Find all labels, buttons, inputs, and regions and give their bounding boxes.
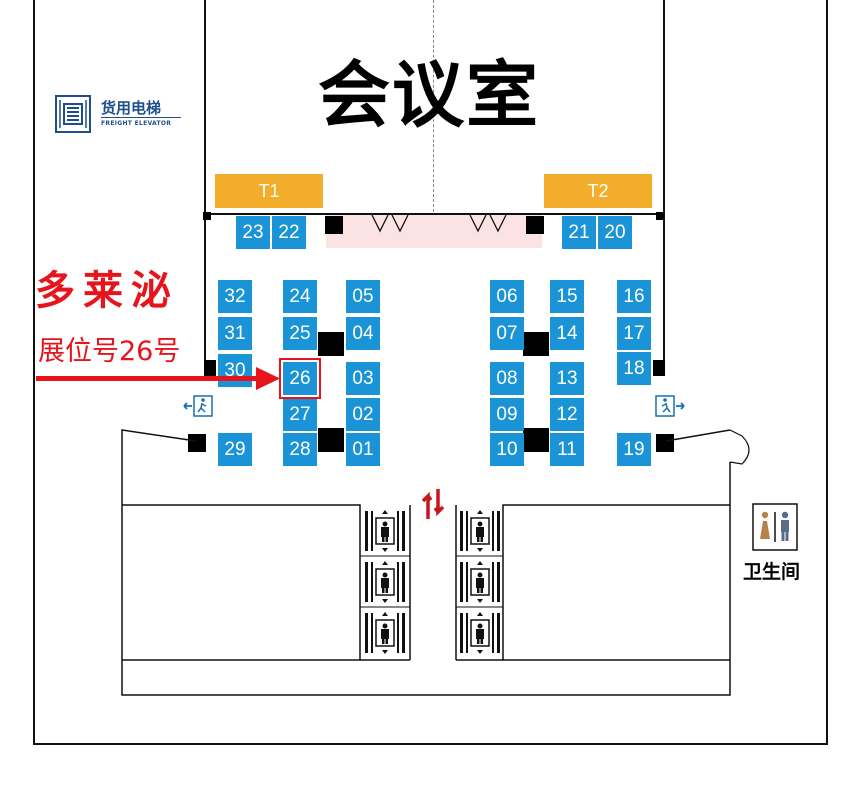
freight-elevator-rule: [101, 117, 181, 118]
booth-10[interactable]: 10: [490, 433, 524, 466]
booth-30[interactable]: 30: [218, 354, 252, 387]
booth-12[interactable]: 12: [550, 398, 584, 431]
booth-26[interactable]: 26: [283, 362, 317, 395]
booth-05[interactable]: 05: [346, 280, 380, 313]
booth-23[interactable]: 23: [236, 216, 270, 249]
pillar: [204, 360, 216, 376]
outer-wall-right: [826, 0, 828, 745]
booth-29[interactable]: 29: [218, 433, 252, 466]
booth-18[interactable]: 18: [617, 352, 651, 385]
booth-20[interactable]: 20: [598, 216, 632, 249]
passenger-elevator-icon: [460, 561, 500, 603]
emergency-exit-icon: [183, 395, 213, 417]
restroom-label: 卫生间: [743, 561, 801, 583]
meeting-room-wall-right: [663, 0, 665, 215]
booth-09[interactable]: 09: [490, 398, 524, 431]
passenger-elevator-icon: [365, 561, 405, 603]
booth-21[interactable]: 21: [562, 216, 596, 249]
freight-elevator-icon: [55, 95, 91, 133]
meeting-room-divider: [433, 0, 434, 212]
booth-15[interactable]: 15: [550, 280, 584, 313]
booth-24[interactable]: 24: [283, 280, 317, 313]
booth-06[interactable]: 06: [490, 280, 524, 313]
outer-wall-left: [33, 0, 35, 745]
hall-wall-right: [663, 215, 665, 375]
booth-28[interactable]: 28: [283, 433, 317, 466]
pillar: [318, 332, 344, 356]
booth-07[interactable]: 07: [490, 317, 524, 350]
stage-t2: T2: [544, 174, 652, 208]
pillar: [526, 216, 544, 234]
pillar: [203, 212, 211, 220]
pillar: [318, 428, 344, 452]
door-icon: [469, 214, 507, 233]
pillar: [325, 216, 343, 234]
booth-14[interactable]: 14: [550, 317, 584, 350]
booth-25[interactable]: 25: [283, 317, 317, 350]
entrance-area: [326, 215, 542, 248]
booth-32[interactable]: 32: [218, 280, 252, 313]
booth-17[interactable]: 17: [617, 317, 651, 350]
pillar: [523, 428, 549, 452]
escalator-icon: [421, 489, 445, 519]
freight-elevator-name-en: FREIGHT ELEVATOR: [101, 120, 172, 127]
booth-03[interactable]: 03: [346, 362, 380, 395]
meeting-room-title: 会议室: [318, 53, 541, 137]
outer-wall-bottom: [33, 743, 828, 745]
meeting-room-wall-left: [204, 0, 206, 215]
booth-13[interactable]: 13: [550, 362, 584, 395]
meeting-room-wall-bottom: [204, 213, 665, 215]
freight-elevator-logo: 货用电梯 FREIGHT ELEVATOR: [55, 95, 190, 133]
emergency-exit-icon: [655, 395, 685, 417]
pillar: [188, 434, 206, 452]
booth-19[interactable]: 19: [617, 433, 651, 466]
pillar: [523, 332, 549, 356]
restroom-icon: [752, 503, 798, 551]
booth-31[interactable]: 31: [218, 317, 252, 350]
passenger-elevator-icon: [460, 612, 500, 654]
pillar: [656, 212, 664, 220]
pillar: [653, 360, 665, 376]
pillar: [656, 434, 674, 452]
booth-04[interactable]: 04: [346, 317, 380, 350]
booth-22[interactable]: 22: [272, 216, 306, 249]
booth-number-label: 展位号26号: [38, 336, 181, 367]
freight-elevator-name-cn: 货用电梯: [101, 99, 162, 117]
booth-16[interactable]: 16: [617, 280, 651, 313]
booth-11[interactable]: 11: [550, 433, 584, 466]
stage-t1: T1: [215, 174, 323, 208]
booth-02[interactable]: 02: [346, 398, 380, 431]
door-icon: [371, 214, 409, 233]
booth-01[interactable]: 01: [346, 433, 380, 466]
arrow-right-icon: [36, 367, 280, 390]
booth-27[interactable]: 27: [283, 398, 317, 431]
passenger-elevator-icon: [460, 510, 500, 552]
company-label: 多莱泌: [35, 267, 179, 314]
booth-08[interactable]: 08: [490, 362, 524, 395]
passenger-elevator-icon: [365, 612, 405, 654]
hall-wall-left: [204, 215, 206, 375]
passenger-elevator-icon: [365, 510, 405, 552]
